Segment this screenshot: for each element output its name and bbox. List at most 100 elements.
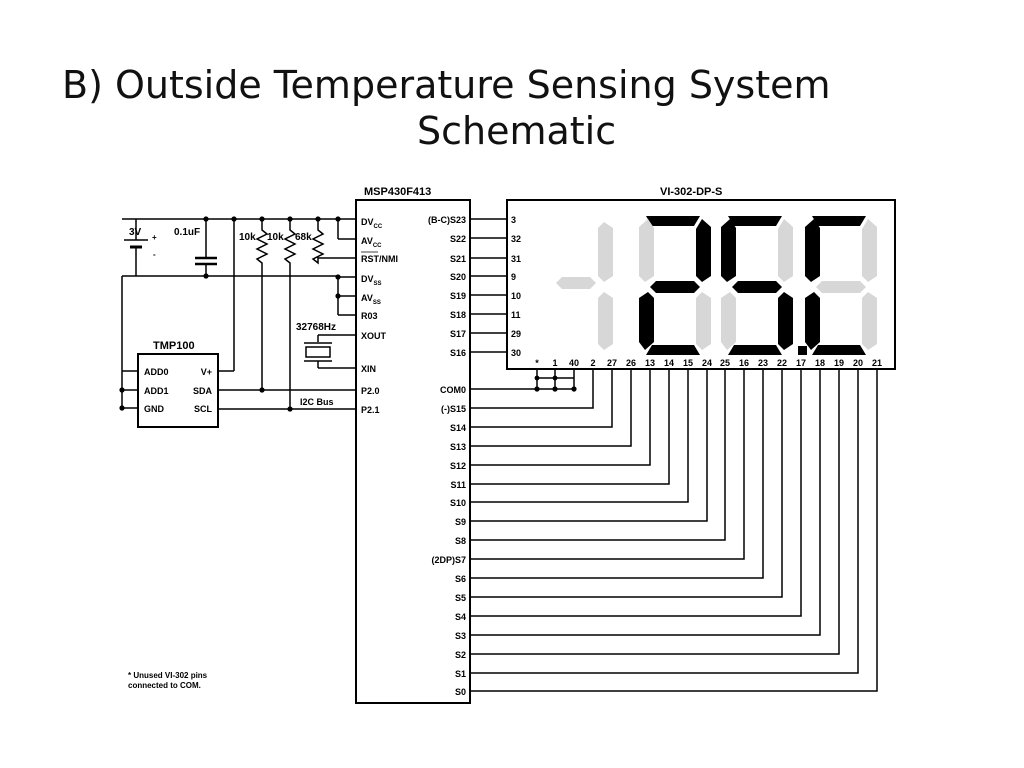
mcu-pin-bottom-15: S1 [455, 669, 466, 679]
wire-seg-3 [470, 369, 632, 447]
seg-d2-g [650, 281, 700, 293]
wire-seg-6 [470, 369, 689, 503]
mcu-pin-1: S22 [450, 234, 466, 244]
wire-seg-16 [470, 369, 878, 692]
mcu-pin-bottom-8: S8 [455, 536, 466, 546]
capacitor-label: 0.1uF [174, 227, 200, 238]
lcd-bottom-pin-14: 17 [796, 358, 806, 368]
battery-label: 3V [129, 227, 142, 238]
wire-seg-11 [470, 369, 783, 598]
wire-seg-7 [470, 369, 708, 522]
lcd-left-pin-3: 9 [511, 272, 516, 282]
wire-seg-1 [470, 369, 594, 409]
seg-dp [798, 346, 807, 355]
tmp100-pin-sda: SDA [193, 386, 213, 396]
seg-d3-f [721, 219, 736, 282]
seg-d2-d [646, 345, 700, 355]
resistor-rst-label: 68k [295, 232, 312, 243]
seg-d4-g [816, 281, 866, 293]
wire-seg-14 [470, 369, 840, 655]
battery-plus-label: + [152, 233, 157, 242]
lcd-bottom-pin-13: 22 [777, 358, 787, 368]
mcu-pin-p20: P2.0 [361, 386, 380, 396]
mcu-pin-xout: XOUT [361, 331, 387, 341]
lcd-bottom-pin-6: 13 [645, 358, 655, 368]
lcd-bottom-pin-2: 40 [569, 358, 579, 368]
mcu-pin-7: S16 [450, 348, 466, 358]
mcu-pin-bottom-6: S10 [450, 498, 466, 508]
mcu-pin-avss: AVSS [361, 293, 381, 306]
seg-d2-e [639, 292, 654, 350]
lcd-bottom-pin-1: 1 [552, 358, 557, 368]
mcu-pin-3: S20 [450, 272, 466, 282]
seg-minus [556, 277, 596, 289]
mcu-pin-p21: P2.1 [361, 405, 380, 415]
lcd-bottom-pin-3: 2 [590, 358, 595, 368]
lcd-left-pin-1: 32 [511, 234, 521, 244]
crystal-frequency-label: 32768Hz [296, 322, 336, 333]
mcu-chip [355, 199, 471, 704]
tmp100-chip [137, 353, 219, 428]
mcu-pin-dvcc: DVCC [361, 217, 383, 230]
wire-seg-13 [470, 369, 821, 636]
mcu-pin-bottom-1: (-)S15 [441, 404, 466, 414]
crystal [304, 334, 360, 369]
lcd-bottom-pin-18: 21 [872, 358, 882, 368]
mcu-pin-5: S18 [450, 310, 466, 320]
seg-d3-c [778, 292, 793, 350]
segment-routing-wires [470, 218, 878, 692]
lcd-bottom-pin-16: 19 [834, 358, 844, 368]
seg-d4-b [862, 219, 877, 282]
mcu-pin-dvss: DVSS [361, 274, 382, 287]
lcd-name: VI-302-DP-S [660, 186, 722, 198]
seg-d4-c [862, 292, 877, 350]
lcd-bottom-pin-7: 14 [664, 358, 674, 368]
battery-minus-label: - [153, 250, 156, 259]
mcu-pin-6: S17 [450, 329, 466, 339]
lcd-left-pin-4: 10 [511, 291, 521, 301]
mcu-pin-xin: XIN [361, 364, 376, 374]
seg-d2-f [639, 219, 654, 282]
seg-d3-a [728, 216, 782, 226]
lcd-bottom-pin-12: 23 [758, 358, 768, 368]
seg-d4-a [812, 216, 866, 226]
wire-seg-5 [470, 369, 670, 485]
title-line-2: Schematic [417, 109, 617, 153]
wire-seg-15 [470, 369, 859, 674]
footnote-line-1: * Unused VI-302 pins [128, 671, 208, 680]
tmp100-pin-vplus: V+ [201, 367, 212, 377]
mcu-right-bottom-pins: COM0(-)S15S14S13S12S11S10S9S8(2DP)S7S6S5… [431, 385, 466, 697]
footnote-line-2: connected to COM. [128, 681, 201, 690]
seg-d3-e [721, 292, 736, 350]
lcd-bottom-pin-8: 15 [683, 358, 693, 368]
mcu-pin-0: (B-C)S23 [428, 215, 466, 225]
seg-d2-a [646, 216, 700, 226]
mcu-pin-bottom-10: S6 [455, 574, 466, 584]
mcu-pin-r03: R03 [361, 311, 378, 321]
mcu-pin-2: S21 [450, 254, 466, 264]
seg-d4-d [812, 345, 866, 355]
seg-d3-g [732, 281, 782, 293]
wire-seg-9 [470, 369, 745, 560]
seg-d4-e [805, 292, 820, 350]
tmp100-name: TMP100 [153, 340, 195, 352]
mcu-pin-bottom-11: S5 [455, 593, 466, 603]
wire-seg-12 [470, 369, 802, 617]
wire-seg-8 [470, 369, 726, 541]
lcd-bottom-pin-15: 18 [815, 358, 825, 368]
seg-d1-upper-b [598, 222, 613, 282]
mcu-pin-bottom-13: S3 [455, 631, 466, 641]
lcd-left-pin-7: 30 [511, 348, 521, 358]
supply-network [121, 216, 360, 412]
i2c-bus-label: I2C Bus [300, 397, 334, 407]
wire-seg-2 [470, 369, 613, 428]
mcu-pin-bottom-9: (2DP)S7 [431, 555, 466, 565]
seg-d1-lower-c [598, 292, 613, 350]
seg-d3-b [778, 219, 793, 282]
lcd-left-pin-2: 31 [511, 254, 521, 264]
lcd-left-pin-5: 11 [511, 310, 521, 320]
